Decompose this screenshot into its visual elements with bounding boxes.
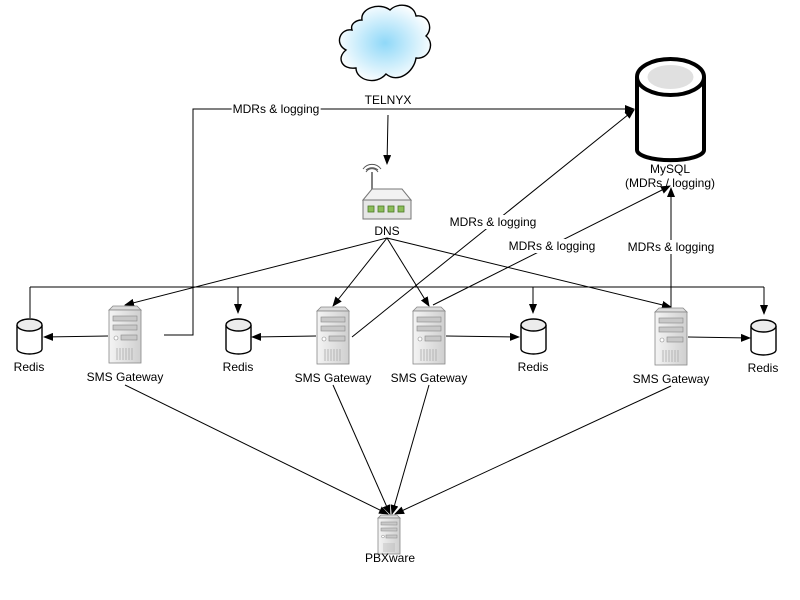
cloud-icon <box>338 4 432 82</box>
server-icon <box>108 305 142 364</box>
redis-label-4: Redis <box>747 361 779 375</box>
database-icon <box>16 318 43 355</box>
server-icon <box>654 307 688 366</box>
edge-gw4-redis4 <box>687 333 751 342</box>
gateway-servers <box>108 305 688 366</box>
router-icon <box>361 163 413 220</box>
telnyx-label: TELNYX <box>364 93 412 107</box>
edge-telnyx-dns <box>383 114 392 165</box>
edge-label-gateway3: MDRs & logging <box>507 239 597 253</box>
edge-label-top: MDRs & logging <box>231 102 321 116</box>
gateway-label-2: SMS Gateway <box>294 371 372 385</box>
database-icon <box>225 318 252 355</box>
redis-label-2: Redis <box>222 360 254 374</box>
edge-dns-gw4 <box>386 237 672 309</box>
database-icon <box>635 57 706 163</box>
edge-dns-gw1 <box>124 237 388 307</box>
redis-label-3: Redis <box>517 360 549 374</box>
edge-dns-gw2 <box>332 237 388 307</box>
mysql-label-line2: (MDRs / logging) <box>624 176 716 190</box>
redis-icons <box>16 318 777 356</box>
database-icon <box>520 318 547 355</box>
database-icon <box>750 319 777 356</box>
server-icon <box>377 514 401 555</box>
edge-gw2-pbx <box>332 384 391 515</box>
edge-gw4-pbx <box>394 385 672 515</box>
mysql-label: MySQL (MDRs / logging) <box>625 162 715 190</box>
server-icon <box>412 306 446 365</box>
gateway-label-1: SMS Gateway <box>86 370 164 384</box>
gateway-label-3: SMS Gateway <box>390 371 468 385</box>
mysql-label-line1: MySQL <box>649 162 690 176</box>
edge-gw1-pbx <box>124 384 389 515</box>
gateway-label-4: SMS Gateway <box>632 372 710 386</box>
dns-label: DNS <box>374 224 400 238</box>
edge-gw3-pbx <box>390 384 430 515</box>
edge-gw1-redis1 <box>43 332 109 341</box>
server-icon <box>316 306 350 365</box>
edge-gw2-redis2 <box>251 332 317 341</box>
edge-dns-gw3 <box>386 237 430 307</box>
redis-label-1: Redis <box>13 360 45 374</box>
edge-label-gateway2: MDRs & logging <box>448 215 538 229</box>
edge-gw1-mysql <box>164 105 635 336</box>
edge-gw3-redis3 <box>445 332 520 341</box>
edge-label-gateway4: MDRs & logging <box>626 240 716 254</box>
pbx-label: PBXware <box>364 551 416 565</box>
